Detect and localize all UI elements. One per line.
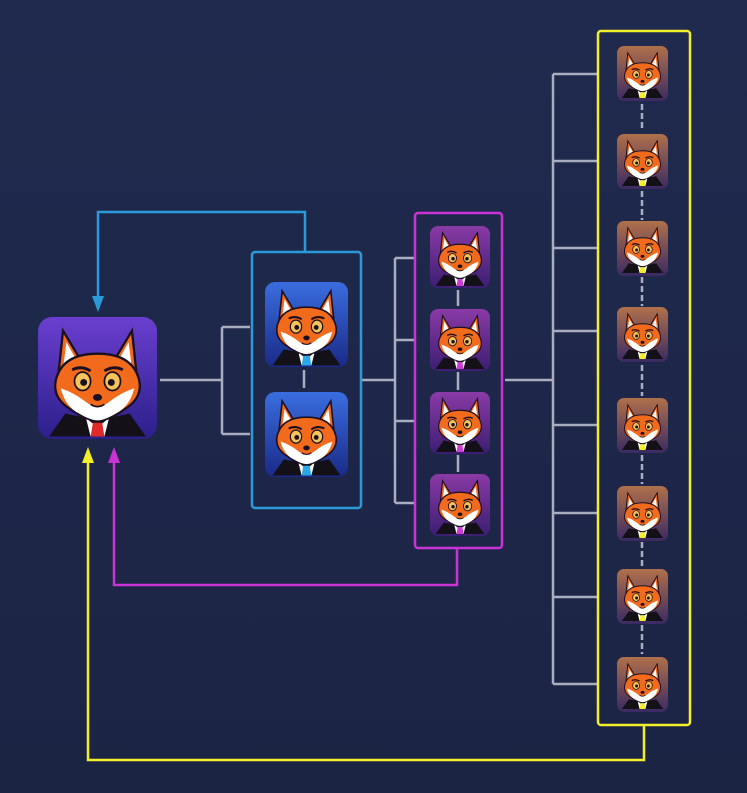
tier2-avatar <box>430 309 490 371</box>
tier3-avatar <box>617 134 668 189</box>
tier3-avatar <box>617 398 668 453</box>
tier2-avatar <box>430 474 490 536</box>
tree-connectors <box>160 72 644 686</box>
feedback-arrow-tier1 <box>92 210 307 312</box>
tier1-avatar <box>265 282 348 367</box>
tier3-avatar <box>617 46 668 101</box>
arrow-head-icon <box>108 447 120 463</box>
root-fox-avatar <box>38 317 157 439</box>
tier3-avatar <box>617 569 668 624</box>
feedback-arrow-tier3 <box>82 447 646 762</box>
tier1-avatar <box>265 392 348 477</box>
tier2-avatar <box>430 226 490 288</box>
tier3-avatar <box>617 657 668 712</box>
arrow-head-icon <box>92 296 104 312</box>
tier3-avatar <box>617 221 668 276</box>
tier2-frame <box>413 211 504 550</box>
tier1-frame <box>250 250 363 510</box>
feedback-arrow-tier2 <box>108 447 459 587</box>
tier3-avatar <box>617 307 668 362</box>
tier2-avatar <box>430 392 490 454</box>
arrow-head-icon <box>82 447 94 463</box>
tier3-frame <box>596 29 692 727</box>
tier3-avatar <box>617 486 668 541</box>
